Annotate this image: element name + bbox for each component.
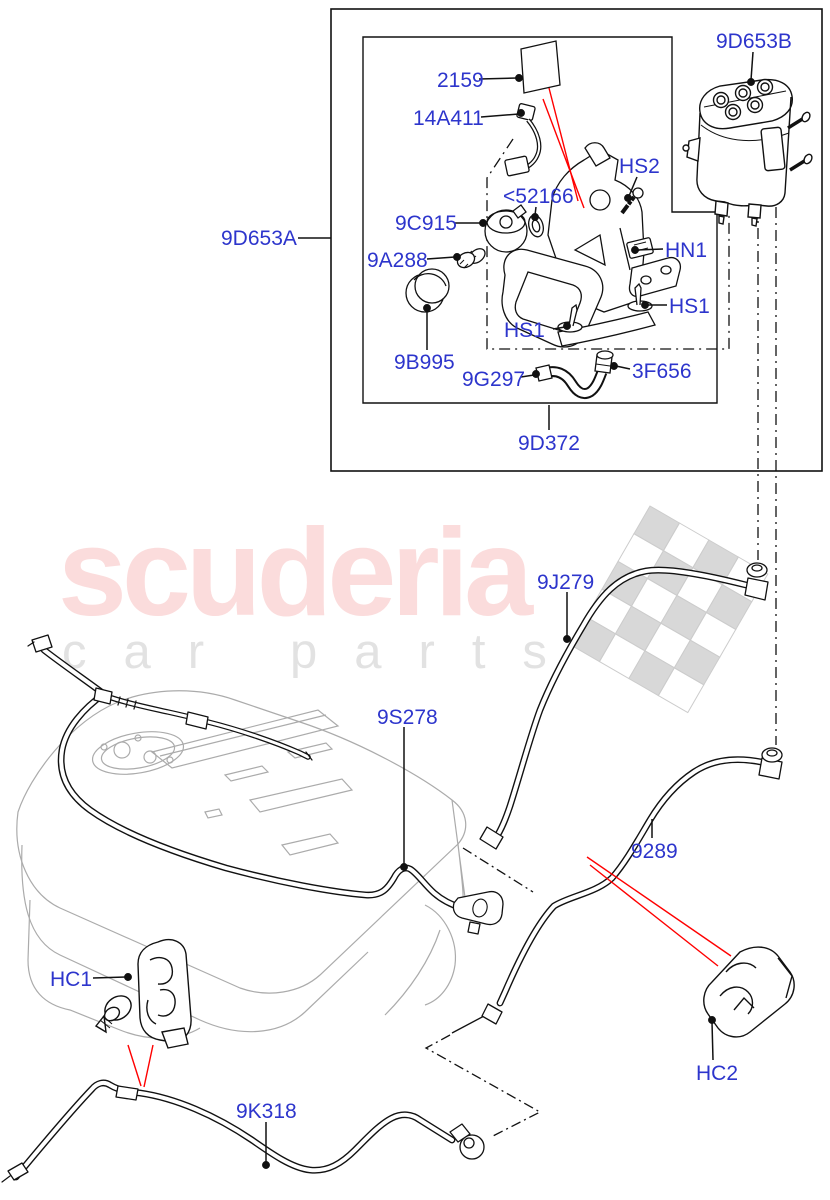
- watermark-word-car: car: [62, 625, 242, 679]
- part-label-hs1-left[interactable]: HS1: [504, 319, 545, 342]
- part-label-2159[interactable]: 2159: [437, 69, 484, 92]
- part-label-9d653a[interactable]: 9D653A: [221, 227, 297, 250]
- watermark-word-parts: parts: [290, 625, 584, 679]
- outer-frame-box: [330, 8, 823, 472]
- clamp-hc1-drawing: [94, 938, 192, 1049]
- part-label-14a411[interactable]: 14A411: [413, 107, 484, 130]
- part-label-hs1-right[interactable]: HS1: [669, 295, 710, 318]
- part-label-hc1[interactable]: HC1: [50, 968, 93, 991]
- part-label-9j279[interactable]: 9J279: [537, 571, 595, 594]
- watermark-flag-icon: [569, 505, 769, 714]
- fuel-tank-drawing: [16, 690, 467, 1039]
- part-label-9g297[interactable]: 9G297: [462, 368, 526, 391]
- part-label-hc2[interactable]: HC2: [696, 1062, 739, 1085]
- pipe-9s278-drawing: [27, 634, 504, 935]
- part-label-3f656[interactable]: 3F656: [632, 360, 692, 383]
- pipe-9k318-drawing: [1, 1079, 485, 1183]
- part-label-9c915[interactable]: 9C915: [395, 212, 457, 235]
- clamp-hc2-drawing: [703, 946, 795, 1038]
- highlight-arrows: [127, 87, 732, 1088]
- reference-dash-lines: [424, 138, 777, 1138]
- watermark-brand-text: scuderia: [58, 504, 533, 642]
- part-label-9b995[interactable]: 9B995: [394, 351, 455, 374]
- leader-lines: [92, 51, 755, 1169]
- part-label-9d653b[interactable]: 9D653B: [716, 30, 792, 53]
- part-label-9s278[interactable]: 9S278: [377, 706, 438, 729]
- pipe-9j279-drawing: [479, 562, 769, 850]
- pipe-9289-drawing: [481, 747, 783, 1025]
- part-label-hs2[interactable]: HS2: [619, 155, 660, 178]
- part-label-52166[interactable]: <52166: [503, 185, 574, 208]
- part-label-9a288[interactable]: 9A288: [367, 249, 428, 272]
- pump-bracket-assembly-drawing: [405, 40, 682, 400]
- part-label-9d372[interactable]: 9D372: [518, 432, 580, 455]
- part-label-9k318[interactable]: 9K318: [236, 1100, 297, 1123]
- part-label-hn1[interactable]: HN1: [665, 239, 708, 262]
- canister-9d653b-drawing: [682, 78, 813, 227]
- part-label-9289[interactable]: 9289: [631, 840, 678, 863]
